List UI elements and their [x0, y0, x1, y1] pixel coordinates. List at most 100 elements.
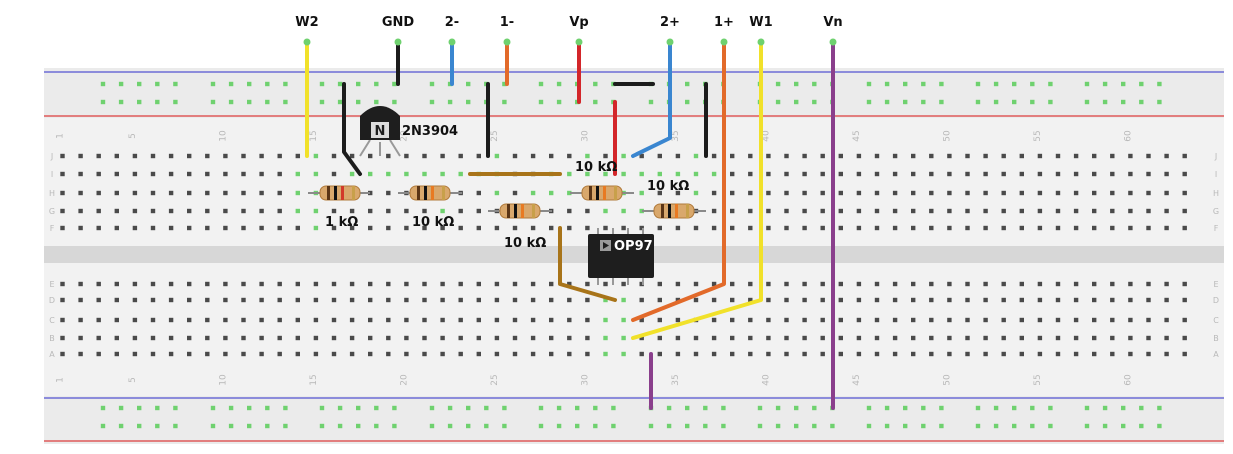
rail-hole[interactable] — [466, 405, 471, 411]
rail-hole[interactable] — [466, 423, 471, 429]
breadboard-hole[interactable] — [711, 351, 717, 357]
breadboard-hole[interactable] — [965, 351, 970, 357]
breadboard-hole[interactable] — [476, 225, 481, 231]
breadboard-hole[interactable] — [892, 225, 898, 231]
breadboard-hole[interactable] — [1164, 317, 1169, 323]
breadboard-hole[interactable] — [856, 351, 862, 357]
breadboard-hole[interactable] — [458, 208, 463, 214]
breadboard-hole[interactable] — [711, 317, 717, 323]
breadboard-hole[interactable] — [1073, 208, 1079, 214]
breadboard-hole[interactable] — [386, 335, 391, 341]
breadboard-hole[interactable] — [1019, 153, 1024, 159]
breadboard-hole[interactable] — [313, 171, 319, 177]
breadboard-hole[interactable] — [404, 281, 409, 287]
breadboard-hole[interactable] — [856, 281, 862, 287]
breadboard-hole[interactable] — [150, 317, 156, 323]
breadboard-hole[interactable] — [711, 335, 717, 341]
rail-hole[interactable] — [575, 423, 580, 429]
rail-hole[interactable] — [429, 99, 435, 105]
breadboard-hole[interactable] — [820, 171, 825, 177]
rail-hole[interactable] — [538, 81, 544, 87]
resistor-r1[interactable] — [308, 185, 370, 201]
rail-hole[interactable] — [228, 423, 234, 429]
breadboard-hole[interactable] — [1019, 208, 1024, 214]
breadboard-hole[interactable] — [1073, 281, 1079, 287]
breadboard-hole[interactable] — [621, 351, 626, 357]
breadboard-hole[interactable] — [730, 208, 735, 214]
breadboard-hole[interactable] — [422, 281, 427, 287]
breadboard-hole[interactable] — [277, 190, 282, 196]
breadboard-hole[interactable] — [1146, 208, 1151, 214]
breadboard-hole[interactable] — [1182, 171, 1187, 177]
breadboard-hole[interactable] — [1037, 297, 1043, 303]
rail-hole[interactable] — [356, 423, 361, 429]
breadboard-hole[interactable] — [1073, 335, 1079, 341]
breadboard-hole[interactable] — [259, 225, 264, 231]
breadboard-hole[interactable] — [784, 208, 789, 214]
rail-hole[interactable] — [866, 99, 872, 105]
breadboard-hole[interactable] — [1055, 153, 1061, 159]
breadboard-hole[interactable] — [60, 335, 65, 341]
rail-hole[interactable] — [337, 99, 343, 105]
breadboard-hole[interactable] — [657, 335, 662, 341]
resistor-r4[interactable] — [570, 185, 634, 201]
breadboard-hole[interactable] — [440, 317, 445, 323]
breadboard-hole[interactable] — [277, 171, 282, 177]
breadboard-hole[interactable] — [512, 351, 518, 357]
breadboard-hole[interactable] — [295, 153, 300, 159]
breadboard-hole[interactable] — [60, 351, 65, 357]
breadboard-hole[interactable] — [766, 351, 771, 357]
rail-hole[interactable] — [903, 81, 908, 87]
breadboard-hole[interactable] — [132, 190, 138, 196]
breadboard-hole[interactable] — [567, 171, 572, 177]
breadboard-hole[interactable] — [476, 153, 481, 159]
breadboard-hole[interactable] — [1073, 297, 1079, 303]
breadboard-hole[interactable] — [440, 335, 445, 341]
breadboard-hole[interactable] — [802, 335, 807, 341]
breadboard-hole[interactable] — [1019, 171, 1024, 177]
breadboard-hole[interactable] — [766, 317, 771, 323]
rail-hole[interactable] — [794, 99, 799, 105]
breadboard-hole[interactable] — [1128, 335, 1133, 341]
breadboard-hole[interactable] — [1110, 225, 1115, 231]
breadboard-hole[interactable] — [585, 153, 590, 159]
rail-hole[interactable] — [1012, 405, 1017, 411]
breadboard-hole[interactable] — [205, 281, 210, 287]
breadboard-hole[interactable] — [476, 208, 481, 214]
breadboard-hole[interactable] — [929, 171, 934, 177]
rail-hole[interactable] — [685, 423, 690, 429]
rail-hole[interactable] — [1157, 405, 1162, 411]
breadboard-hole[interactable] — [241, 317, 246, 323]
breadboard-hole[interactable] — [1128, 171, 1133, 177]
breadboard-hole[interactable] — [1001, 351, 1006, 357]
breadboard-hole[interactable] — [838, 297, 843, 303]
breadboard-hole[interactable] — [223, 208, 228, 214]
breadboard-hole[interactable] — [911, 335, 916, 341]
breadboard-hole[interactable] — [494, 351, 500, 357]
rail-hole[interactable] — [392, 405, 397, 411]
breadboard-hole[interactable] — [1110, 208, 1115, 214]
breadboard-hole[interactable] — [693, 335, 699, 341]
breadboard-hole[interactable] — [78, 190, 83, 196]
breadboard-hole[interactable] — [838, 225, 843, 231]
breadboard-hole[interactable] — [440, 297, 445, 303]
breadboard-hole[interactable] — [114, 297, 119, 303]
rail-hole[interactable] — [1030, 81, 1035, 87]
rail-hole[interactable] — [1048, 99, 1053, 105]
breadboard-hole[interactable] — [494, 225, 500, 231]
breadboard-hole[interactable] — [983, 190, 988, 196]
breadboard-hole[interactable] — [349, 317, 355, 323]
rail-hole[interactable] — [173, 423, 178, 429]
breadboard-hole[interactable] — [784, 225, 789, 231]
breadboard-hole[interactable] — [78, 335, 83, 341]
breadboard-hole[interactable] — [929, 351, 934, 357]
breadboard-hole[interactable] — [947, 297, 952, 303]
breadboard-hole[interactable] — [911, 225, 916, 231]
breadboard-hole[interactable] — [892, 297, 898, 303]
breadboard-hole[interactable] — [730, 190, 735, 196]
rail-hole[interactable] — [429, 405, 435, 411]
breadboard-hole[interactable] — [295, 208, 300, 214]
rail-hole[interactable] — [575, 405, 580, 411]
breadboard-hole[interactable] — [784, 281, 789, 287]
breadboard-hole[interactable] — [404, 153, 409, 159]
